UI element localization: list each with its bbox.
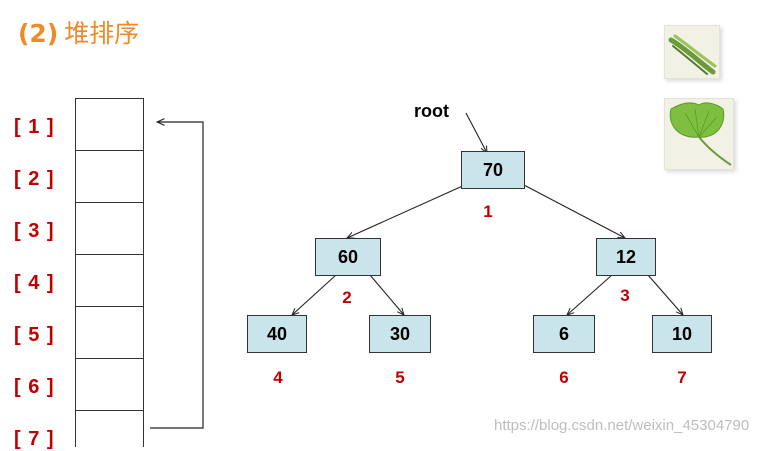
position-label-4: 4	[273, 368, 283, 387]
array-index-5: [ 5 ]	[14, 324, 55, 346]
tree-node-1: 70	[461, 151, 525, 189]
array-cell-3	[75, 202, 144, 254]
grass-leaf-icon	[668, 34, 717, 75]
tree-node-7: 10	[652, 315, 712, 353]
tree-node-6: 6	[533, 315, 595, 353]
array-index-6: [ 6 ]	[14, 376, 55, 398]
page-title: (2)堆排序	[18, 14, 139, 50]
tree-node-4: 40	[247, 315, 307, 353]
array-cell-1	[75, 98, 144, 150]
title-text: 堆排序	[64, 19, 140, 48]
ginkgo-picture	[664, 98, 734, 170]
array-index-1: [ 1 ]	[14, 116, 55, 138]
title-number: (2)	[18, 19, 59, 48]
array-cell-2	[75, 150, 144, 202]
position-label-1: 1	[483, 202, 493, 221]
position-label-7: 7	[677, 368, 687, 387]
tree-node-3: 12	[596, 238, 656, 276]
array-index-4: [ 4 ]	[14, 272, 55, 294]
array-index-7: [ 7 ]	[14, 428, 55, 450]
root-pointer-arrow	[465, 112, 487, 153]
wrap-arrow-line	[150, 122, 204, 429]
array-cell-5	[75, 306, 144, 358]
position-label-5: 5	[395, 368, 405, 387]
edge-70-12	[521, 183, 625, 238]
array-cell-4	[75, 254, 144, 306]
ginkgo-leaf-icon	[669, 102, 732, 166]
root-label: root	[414, 101, 449, 121]
position-label-6: 6	[559, 368, 569, 387]
tree-node-5: 30	[369, 315, 431, 353]
edge-60-30	[369, 274, 404, 315]
array-cell-6	[75, 358, 144, 410]
array-index-2: [ 2 ]	[14, 168, 55, 190]
position-label-3: 3	[620, 286, 630, 305]
edge-60-40	[292, 274, 337, 315]
array-index-3: [ 3 ]	[14, 220, 55, 242]
edge-12-6	[567, 274, 613, 315]
tree-node-2: 60	[315, 238, 381, 276]
array-cell-7	[75, 410, 144, 447]
watermark: https://blog.csdn.net/weixin_45304790	[494, 417, 750, 434]
edge-12-10	[647, 274, 683, 315]
leaf-picture-small	[664, 25, 720, 79]
edge-70-60	[347, 183, 468, 238]
position-label-2: 2	[342, 288, 352, 307]
